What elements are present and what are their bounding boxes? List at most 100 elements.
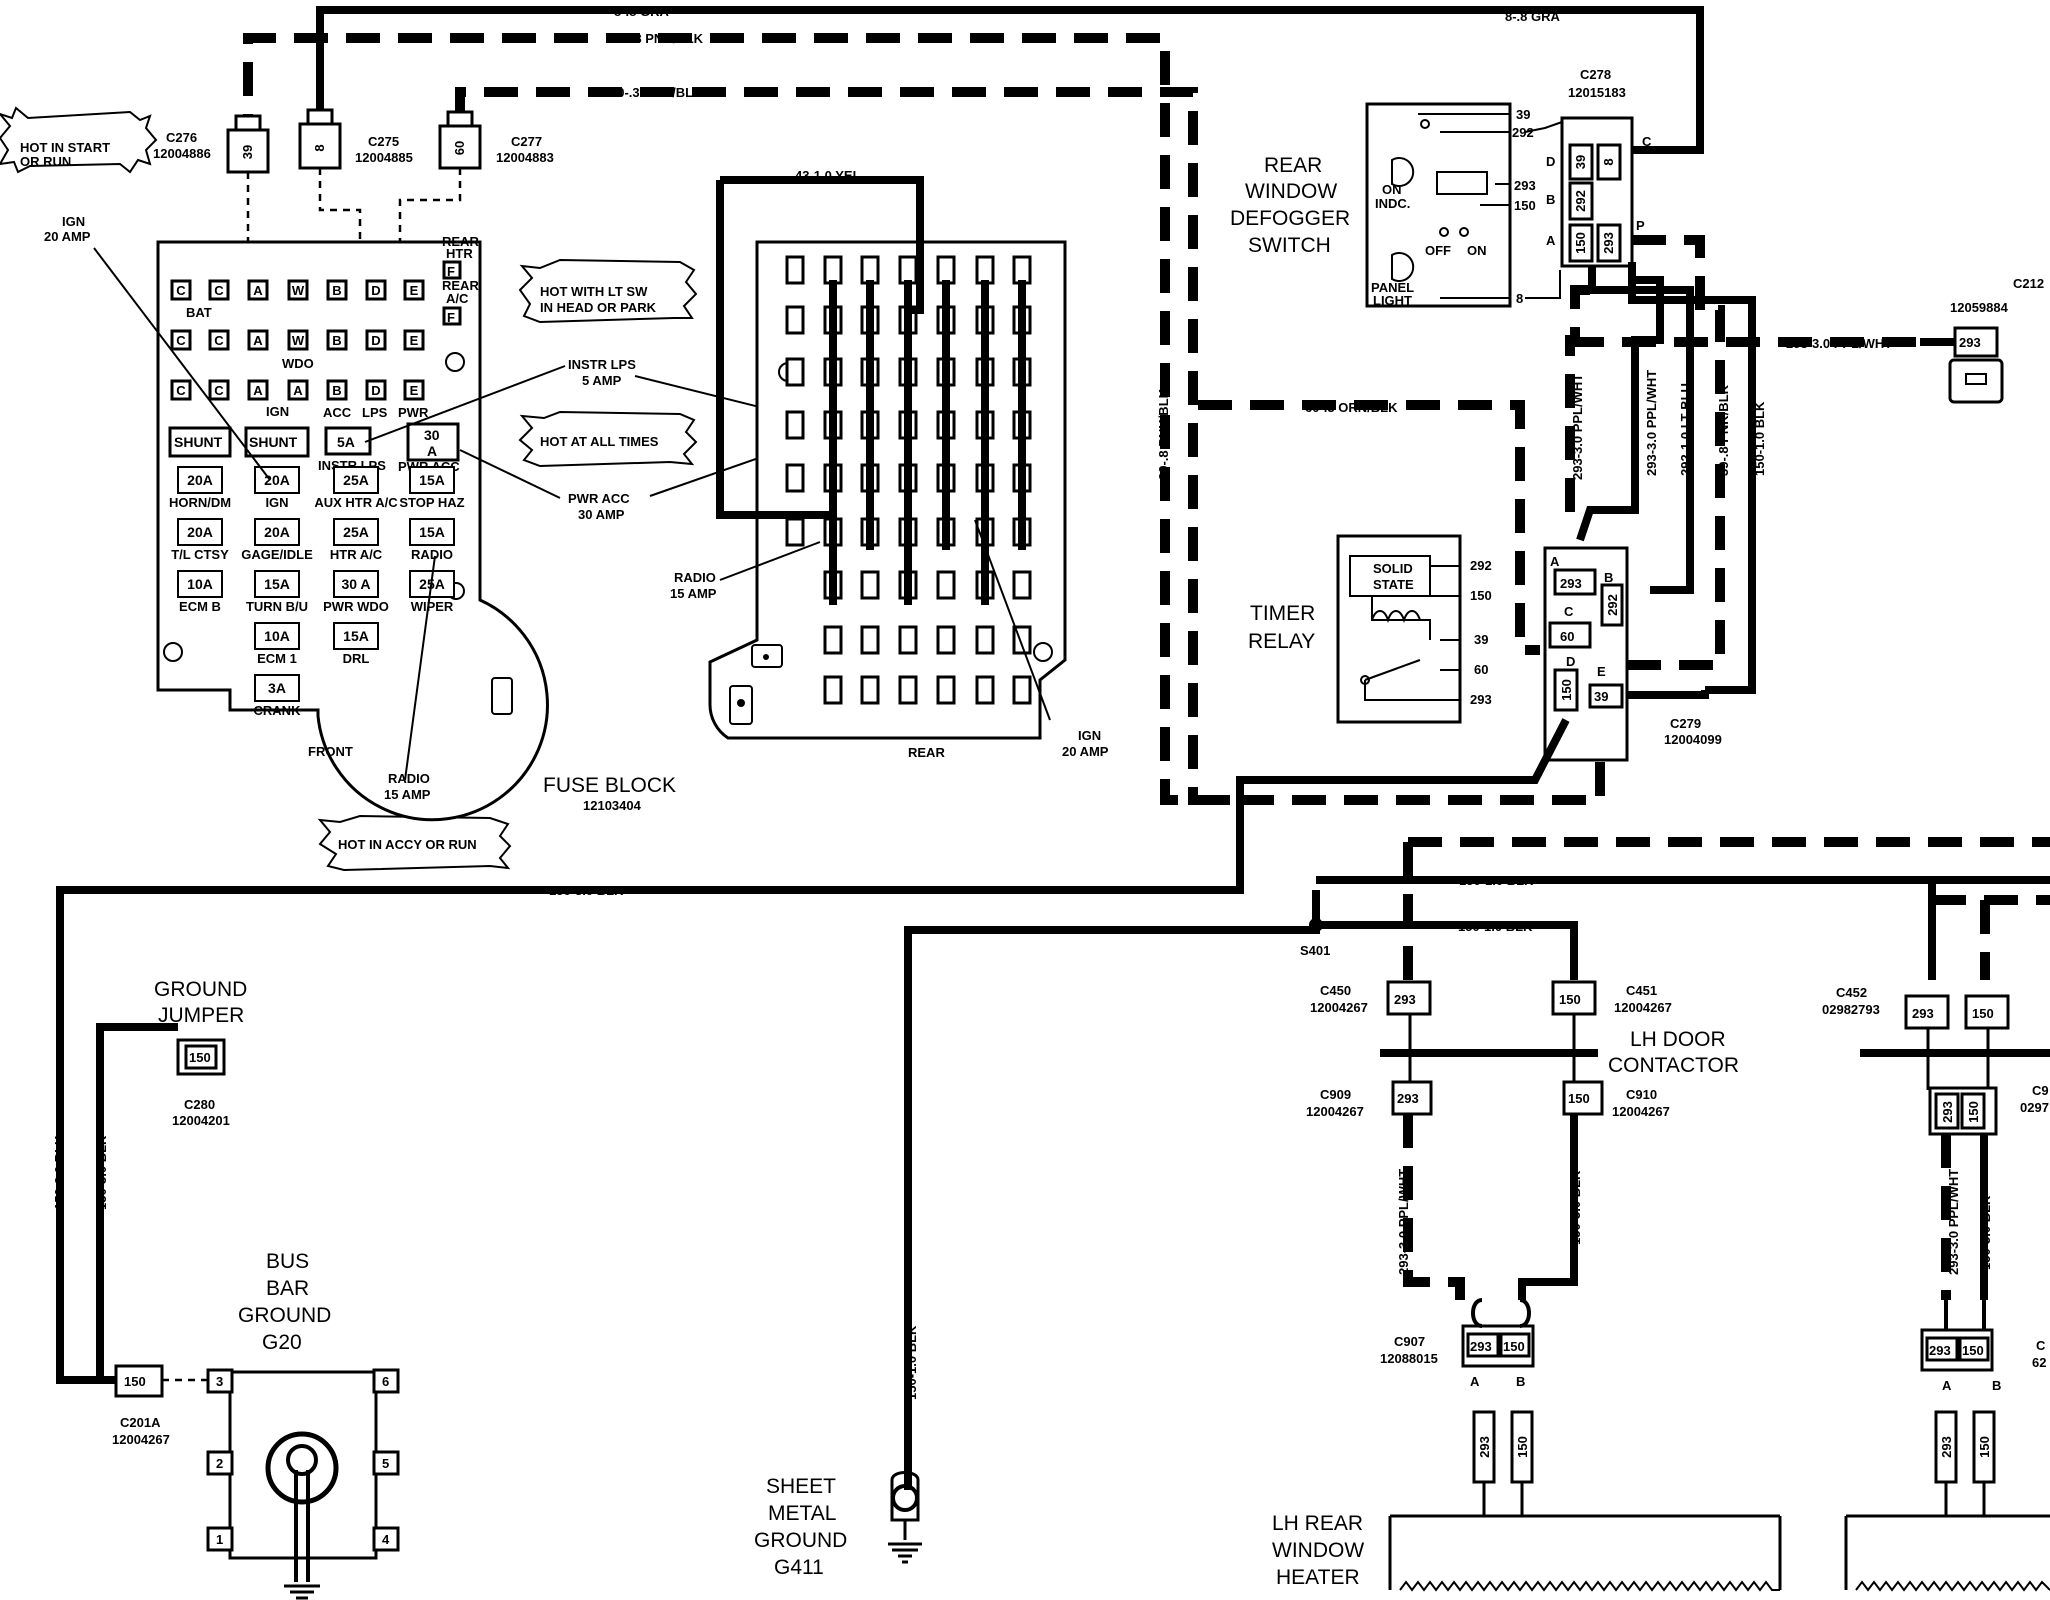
label-relay: RELAY: [1248, 630, 1315, 653]
connector-c451: 150 C451 12004267: [1551, 980, 1672, 1016]
fuse-terminal: [365, 379, 387, 401]
fuse: [409, 518, 455, 546]
svg-text:REAR: REAR: [1264, 154, 1322, 177]
svg-text:12004883: 12004883: [496, 150, 554, 165]
fuse-rating: 15A: [419, 472, 445, 488]
fuse-terminal: [170, 379, 192, 401]
wire-label-gra-left: 8-.8 GRA: [614, 4, 670, 19]
svg-text:2: 2: [216, 1456, 223, 1471]
label-ground: GROUND: [154, 978, 247, 1001]
svg-text:39: 39: [1573, 155, 1588, 169]
fuse-label: ECM 1: [257, 651, 297, 666]
svg-text:LIGHT: LIGHT: [1373, 293, 1412, 308]
rear-fuse-terminal: [823, 255, 843, 285]
fuse-terminal-letter: C: [176, 333, 186, 348]
connector-c450: 293 C450 12004267: [1310, 980, 1432, 1016]
svg-text:12004267: 12004267: [1614, 1000, 1672, 1015]
fuse-terminal-letter: A: [253, 283, 263, 298]
label-ign-20-right: IGN: [1078, 728, 1101, 743]
rear-fuse-terminal: [1012, 570, 1032, 600]
label-defogger-switch: REAR WINDOW DEFOGGER SWITCH: [1230, 154, 1350, 257]
svg-text:B: B: [1546, 192, 1555, 207]
connector-c9-right: 293 150 C9 0297: [1928, 1083, 2049, 1136]
svg-text:150: 150: [1966, 1101, 1981, 1123]
rear-fuse-terminal: [823, 625, 843, 655]
fuse-terminal: [208, 279, 230, 301]
svg-text:60: 60: [1560, 629, 1574, 644]
fuse-rating: 15A: [264, 576, 290, 592]
fuse-terminal-letter: C: [214, 333, 224, 348]
svg-text:20 AMP: 20 AMP: [44, 229, 91, 244]
connector-c276: 39 C276 12004886: [153, 114, 270, 174]
connector-c212: 293 C212 12059884: [1948, 276, 2044, 404]
svg-text:C279: C279: [1670, 716, 1701, 731]
wire-label-left-2: 150-3.0 BLK: [94, 1135, 109, 1210]
wire-label-sheet: 150-1.0 BLK: [904, 1325, 919, 1400]
svg-text:5 AMP: 5 AMP: [582, 373, 622, 388]
fuse-terminal: [403, 329, 425, 351]
fuse-rating: 10A: [264, 628, 290, 644]
label-front: FRONT: [308, 744, 353, 759]
svg-text:12004885: 12004885: [355, 150, 413, 165]
connector-c452: 293 150 C452 02982793: [1822, 985, 2010, 1030]
svg-text:150: 150: [1514, 198, 1536, 213]
wire-label-yel: 43-1.0 YEL: [795, 168, 861, 183]
rear-fuse-terminal: [860, 675, 880, 705]
timer-relay: SOLID STATE 292 150 39 60 293: [1336, 534, 1492, 724]
fuse-terminal: [287, 329, 309, 351]
fuse-terminal-letter: C: [214, 383, 224, 398]
fuse: [177, 466, 223, 494]
svg-text:C452: C452: [1836, 985, 1867, 1000]
label-radio-bottom: RADIO: [388, 771, 430, 786]
svg-text:293: 293: [1939, 1436, 1954, 1458]
wire-label-v150: 150-1.0 BLK: [1752, 401, 1767, 476]
wire-label-orn-blk-mid: 60-.3 ORN/BLK: [1305, 400, 1398, 415]
svg-text:293: 293: [1601, 232, 1616, 254]
svg-text:HOT WITH LT SW: HOT WITH LT SW: [540, 284, 648, 299]
connector-c275: 8 C275 12004885: [298, 108, 413, 170]
fuse-terminal: [365, 329, 387, 351]
fuse: [333, 570, 379, 598]
label-rear-ac-1: REAR: [442, 278, 479, 293]
label-lh-door: LH DOOR: [1630, 1028, 1726, 1051]
svg-text:SWITCH: SWITCH: [1248, 234, 1331, 257]
svg-text:HOT IN ACCY OR RUN: HOT IN ACCY OR RUN: [338, 837, 477, 852]
svg-text:3: 3: [216, 1374, 223, 1389]
svg-text:293: 293: [1560, 576, 1582, 591]
fuse-rating: 15A: [419, 524, 445, 540]
svg-text:30 AMP: 30 AMP: [578, 507, 625, 522]
connector-c279: 293 292 60 150 39 A B C D E C279 1200409…: [1543, 546, 1722, 762]
fuse-label: RADIO: [411, 547, 453, 562]
fuse-terminal: [326, 379, 348, 401]
rear-fuse-terminal: [785, 255, 805, 285]
fuse-terminal-letter: E: [410, 283, 419, 298]
fuse: [254, 570, 300, 598]
label-sheet: SHEET: [766, 1475, 836, 1498]
label-rear: REAR: [908, 745, 945, 760]
rear-fuse-terminals: [785, 255, 1032, 705]
svg-text:292: 292: [1573, 190, 1588, 212]
fuse-terminal: [247, 379, 269, 401]
wire-label-door-blk-r: 150-3.0 BLK: [1978, 1195, 1993, 1270]
label-jumper: JUMPER: [158, 1004, 244, 1027]
svg-text:12004267: 12004267: [1306, 1104, 1364, 1119]
connector-c910: 150 C910 12004267: [1562, 1080, 1670, 1119]
wire-label-v292: 292-1.0 LT BLU: [1678, 383, 1693, 476]
svg-text:SHUNT: SHUNT: [174, 434, 223, 450]
svg-text:A: A: [1470, 1374, 1480, 1389]
svg-text:INDC.: INDC.: [1375, 196, 1410, 211]
fuse-terminal: [208, 379, 230, 401]
svg-text:150: 150: [124, 1374, 146, 1389]
svg-text:150: 150: [1568, 1091, 1590, 1106]
label-fuse-block-part: 12103404: [583, 798, 642, 813]
svg-text:WINDOW: WINDOW: [1245, 180, 1337, 203]
fuse-terminal-letter: B: [332, 283, 341, 298]
svg-text:SHUNT: SHUNT: [249, 434, 298, 450]
fuse-terminal: [365, 279, 387, 301]
svg-text:292: 292: [1605, 594, 1620, 616]
wire-label-v39: 39-.8 PNK/BLK: [1716, 384, 1731, 476]
rear-fuse-terminal: [936, 675, 956, 705]
rear-fuse-terminal: [898, 255, 918, 285]
svg-text:5: 5: [382, 1456, 389, 1471]
svg-text:12004267: 12004267: [1310, 1000, 1368, 1015]
